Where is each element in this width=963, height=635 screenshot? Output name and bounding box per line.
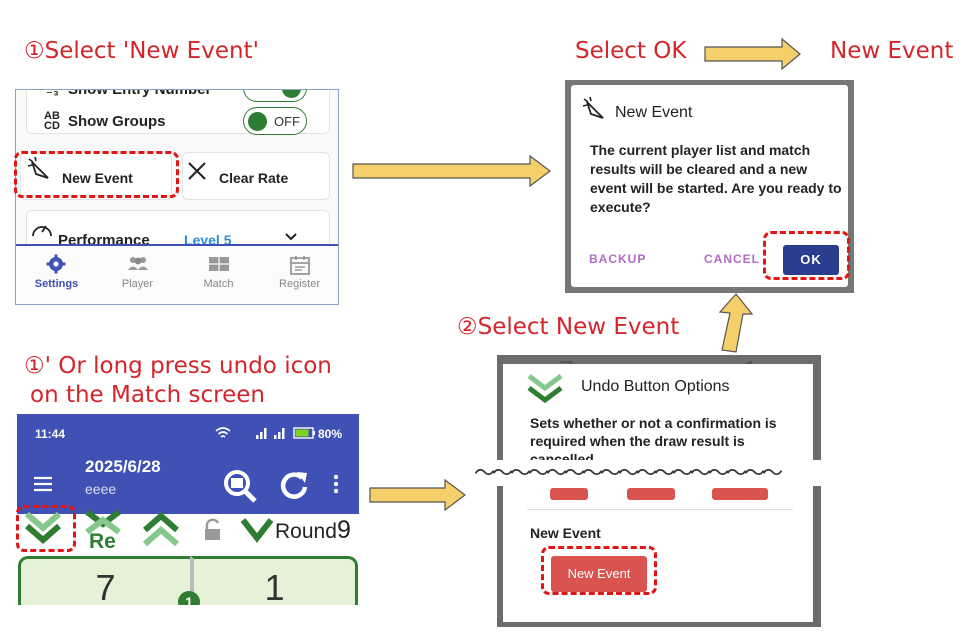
nav-settings[interactable]: Settings	[16, 246, 97, 304]
app-bar: 2025/6/28 eeee	[17, 454, 359, 514]
nav-match[interactable]: Match	[178, 246, 259, 304]
show-groups-toggle[interactable]: OFF	[243, 107, 307, 135]
arrow-right-icon	[352, 154, 551, 188]
check-down-icon[interactable]	[239, 514, 275, 544]
gear-icon	[46, 254, 66, 274]
toggle-state: OFF	[274, 114, 300, 129]
dialog-message: The current player list and match result…	[590, 142, 842, 215]
new-event-label[interactable]: New Event	[62, 170, 133, 186]
close-icon	[188, 162, 206, 180]
dialog-title: New Event	[615, 104, 693, 121]
speedometer-icon	[32, 225, 52, 237]
undo-options-dialog: Undo Button Options Sets whether or not …	[503, 364, 813, 622]
cancel-button[interactable]: CANCEL	[704, 252, 760, 266]
chevron-down-icon[interactable]	[284, 232, 298, 242]
redo-double-icon[interactable]	[83, 508, 123, 536]
caption-alt-line1: ①' Or long press undo icon	[24, 353, 332, 379]
party-popper-icon	[27, 156, 49, 179]
bottom-nav: Settings Player Match Register	[16, 244, 338, 304]
arrow-right-icon	[704, 38, 801, 70]
calendar-icon	[290, 256, 310, 275]
score-left[interactable]: 7	[18, 556, 190, 605]
status-bar: 11:44 80%	[17, 414, 359, 454]
divider	[527, 509, 793, 510]
match-date: 2025/6/28	[85, 457, 161, 476]
event-name: eeee	[85, 481, 117, 497]
court-icon	[209, 257, 229, 271]
option-button[interactable]	[550, 488, 588, 500]
nav-label: Player	[121, 278, 154, 290]
highlight-ok	[763, 231, 850, 280]
match-screen: 11:44 80% 2025/6/28 eeee	[17, 414, 359, 605]
re-label: Re	[89, 530, 116, 553]
new-event-dialog-screen: New Event The current player list and ma…	[565, 80, 854, 293]
clear-rate-label[interactable]: Clear Rate	[219, 170, 289, 186]
unlock-icon[interactable]	[203, 518, 223, 542]
new-event-dialog: New Event The current player list and ma…	[571, 85, 848, 287]
round-label: Round	[275, 520, 337, 543]
show-entry-number-label: Show Entry Number	[68, 89, 212, 98]
option-button[interactable]	[627, 488, 675, 500]
zoom-court-icon[interactable]	[223, 469, 257, 503]
undo-options-screen: 7 1 Undo Button Options Sets whether or …	[497, 355, 821, 627]
arrow-right-icon	[369, 478, 466, 512]
highlight-new-event	[14, 151, 179, 198]
backup-button[interactable]: BACKUP	[589, 252, 647, 266]
show-entry-number-toggle[interactable]	[243, 90, 307, 102]
signal-icon	[256, 428, 285, 439]
nav-register[interactable]: Register	[259, 246, 338, 304]
more-vert-icon[interactable]	[333, 474, 339, 494]
nav-label: Register	[279, 278, 320, 290]
refresh-icon[interactable]	[279, 469, 309, 501]
toggle-knob	[282, 90, 301, 98]
battery-level: 80%	[318, 427, 343, 441]
new-event-button[interactable]: New Event	[551, 556, 647, 592]
ok-button[interactable]: OK	[783, 245, 839, 275]
option-button[interactable]	[712, 488, 768, 500]
clear-rate-card[interactable]	[182, 152, 330, 200]
round-number: 9	[337, 516, 351, 544]
caption-alt-line2: on the Match screen	[30, 382, 265, 408]
party-popper-icon	[582, 96, 604, 119]
status-time: 11:44	[35, 427, 66, 441]
highlight-new-event-button	[541, 546, 657, 595]
caption-step1: ①Select 'New Event'	[24, 38, 259, 64]
court-badge: 1	[178, 591, 200, 605]
options-title: Undo Button Options	[581, 378, 730, 395]
number-icon: ₋₃	[46, 89, 59, 98]
menu-icon[interactable]	[33, 476, 53, 492]
highlight-undo	[16, 505, 76, 552]
people-icon	[128, 257, 148, 270]
score-right[interactable]: 1	[190, 556, 358, 605]
nav-label: Match	[203, 278, 234, 290]
undo-icon[interactable]	[23, 510, 63, 546]
nav-label: Settings	[34, 278, 79, 290]
new-event-section-label: New Event	[530, 525, 601, 541]
toggle-knob	[248, 112, 267, 131]
omission-tilde: 〜〜〜〜〜〜〜〜〜〜〜〜〜〜〜〜〜	[474, 460, 834, 486]
arrow-up-icon	[718, 293, 754, 353]
chevron-double-up-icon[interactable]	[141, 510, 181, 548]
undo-icon	[527, 374, 563, 404]
caption-result: New Event	[830, 38, 954, 64]
options-description: Sets whether or not a confirmation is re…	[530, 415, 777, 467]
nav-player[interactable]: Player	[97, 246, 178, 304]
caption-step2: ②Select New Event	[457, 314, 680, 340]
wifi-icon	[215, 427, 231, 438]
show-groups-label: Show Groups	[68, 113, 166, 130]
caption-select-ok: Select OK	[575, 38, 687, 64]
battery-icon	[293, 427, 315, 439]
